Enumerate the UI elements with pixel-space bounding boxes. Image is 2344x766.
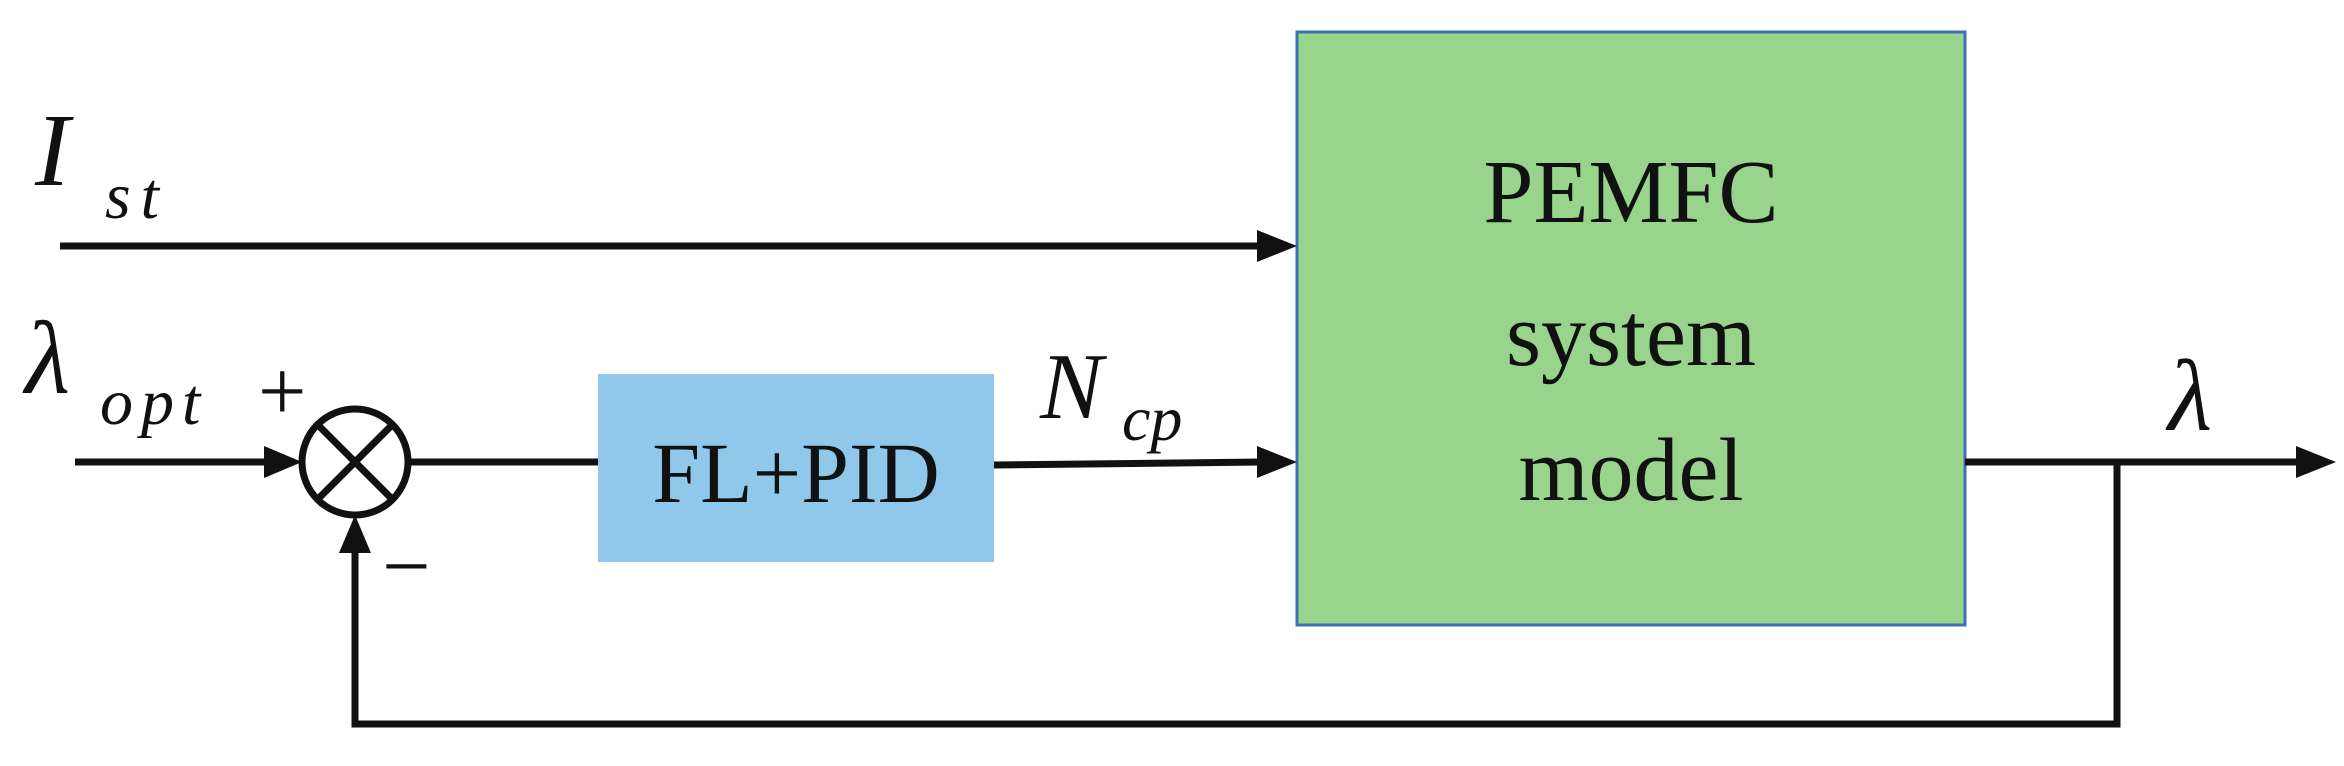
output-arrowhead	[2296, 446, 2336, 478]
current-input-arrowhead	[1257, 230, 1297, 262]
summing-junction-cross-b	[315, 422, 395, 502]
control-signal-arrowhead	[1257, 446, 1297, 478]
control-signal-line	[993, 458, 1263, 469]
summing-minus-sign: −	[382, 518, 431, 614]
control-signal-symbol: N	[1039, 335, 1108, 439]
summing-plus-sign: +	[258, 343, 307, 439]
reference-input-arrowhead	[264, 446, 302, 478]
plant-label-line3: model	[1519, 421, 1744, 520]
plant-label-line1: PEMFC	[1483, 143, 1778, 242]
current-symbol: I	[34, 93, 74, 208]
reference-symbol: λ	[22, 301, 70, 416]
controller-label: FL+PID	[652, 425, 939, 521]
controller-block	[598, 374, 994, 562]
control-signal-subscript: cp	[1122, 383, 1182, 454]
feedback-arrowhead	[339, 515, 371, 553]
plant-block	[1295, 30, 1967, 627]
output-symbol: λ	[2165, 340, 2212, 453]
reference-subscript: opt	[100, 366, 208, 439]
feedback-path	[351, 462, 2121, 728]
plant-label-line2: system	[1506, 286, 1756, 385]
current-subscript: st	[105, 160, 169, 233]
